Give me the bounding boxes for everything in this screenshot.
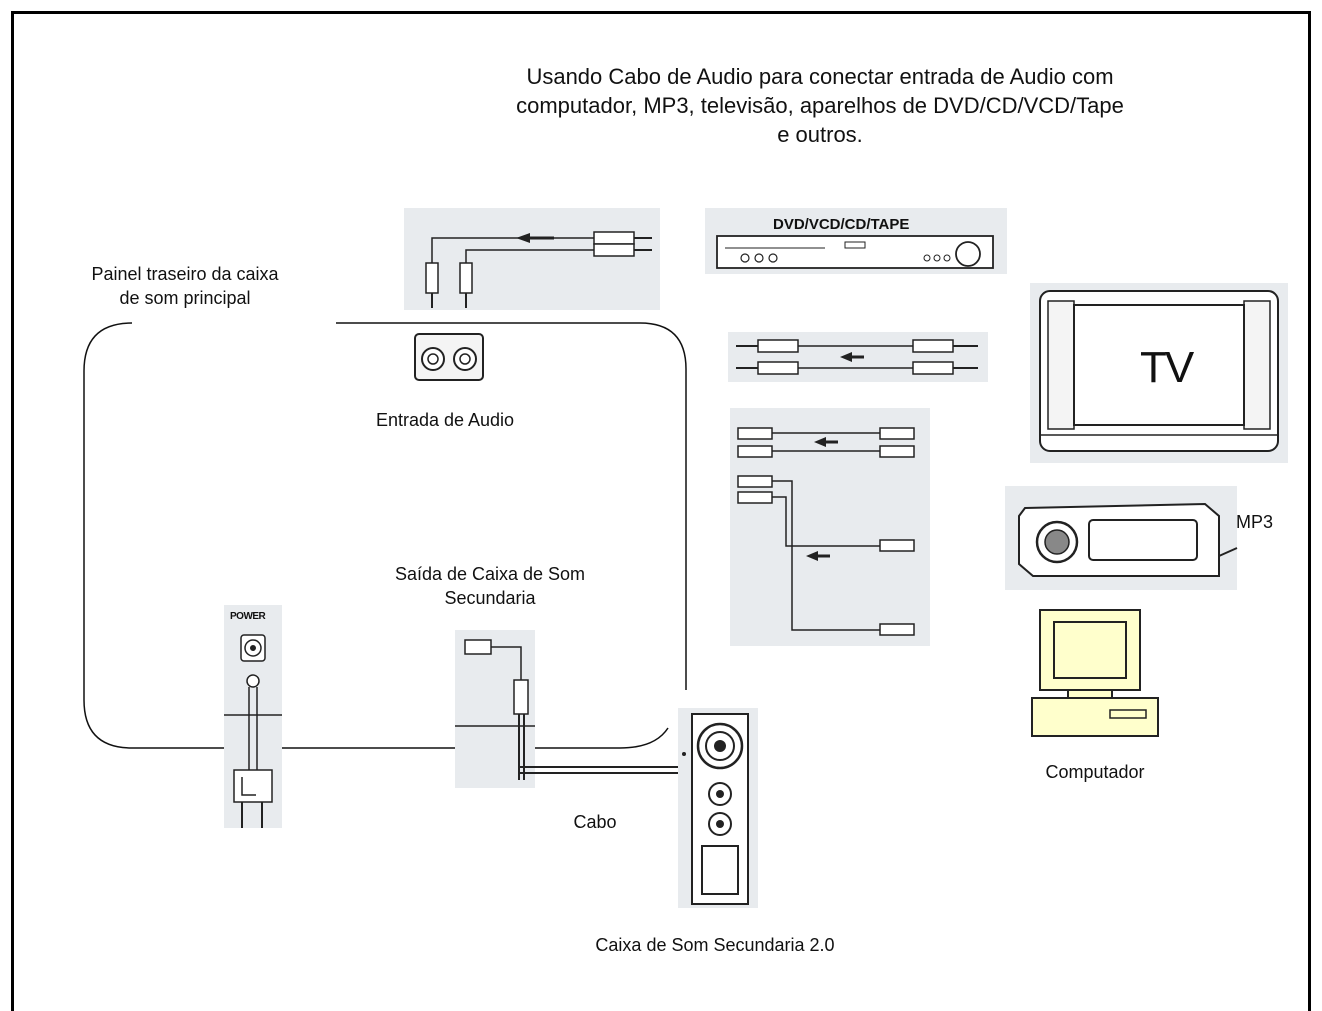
power-panel: POWER xyxy=(224,605,282,828)
sub-output-label-line-2: Secundaria xyxy=(444,588,536,608)
secondary-speaker-label: Caixa de Som Secundaria 2.0 xyxy=(595,935,835,955)
rca-cable-panel-middle xyxy=(728,332,988,382)
dvd-player-icon xyxy=(716,235,994,269)
secondary-speaker-panel xyxy=(678,708,758,908)
sub-output-label: Saída de Caixa de Som Secundaria xyxy=(345,562,635,610)
title-line-2: computador, MP3, televisão, aparelhos de… xyxy=(516,93,1124,118)
rca-cable-icon xyxy=(425,231,652,308)
computer-icon xyxy=(1031,609,1159,737)
speaker-cable xyxy=(519,766,684,774)
tv-label: TV xyxy=(1140,343,1194,392)
sub-output-cable-panel xyxy=(455,630,535,788)
computer-label: Computador xyxy=(1045,762,1145,782)
rear-panel-label-line-2: de som principal xyxy=(119,288,251,308)
dvd-player-panel: DVD/VCD/CD/TAPE xyxy=(705,208,1007,274)
diagram-title: Usando Cabo de Audio para conectar entra… xyxy=(400,62,1240,149)
mini-jack-cable-icon xyxy=(455,639,535,780)
diagram-frame xyxy=(11,11,1311,1011)
rear-panel-label: Painel traseiro da caixa de som principa… xyxy=(60,262,310,310)
rca-cable-icon xyxy=(737,427,915,636)
mp3-panel xyxy=(1005,486,1238,590)
rear-panel-label-line-1: Painel traseiro da caixa xyxy=(91,264,279,284)
mp3-player-icon xyxy=(1018,502,1238,577)
rca-cable-panel-lower xyxy=(730,408,930,646)
audio-jack-icon xyxy=(414,333,484,381)
tv-icon xyxy=(1039,290,1279,452)
power-label: POWER xyxy=(230,611,266,622)
rca-cable-icon xyxy=(736,339,978,375)
speaker-icon xyxy=(682,713,749,905)
cable-label: Cabo xyxy=(573,812,617,832)
tv-panel: TV xyxy=(1030,283,1288,463)
title-line-3: e outros. xyxy=(777,122,863,147)
sub-output-label-line-1: Saída de Caixa de Som xyxy=(394,564,586,584)
power-plug-icon xyxy=(224,634,282,828)
rca-cable-panel-top xyxy=(404,208,660,310)
dvd-label: DVD/VCD/CD/TAPE xyxy=(773,216,910,233)
audio-input-label: Entrada de Audio xyxy=(375,410,515,430)
mp3-label: MP3 xyxy=(1236,512,1274,532)
title-line-1: Usando Cabo de Audio para conectar entra… xyxy=(526,64,1114,89)
